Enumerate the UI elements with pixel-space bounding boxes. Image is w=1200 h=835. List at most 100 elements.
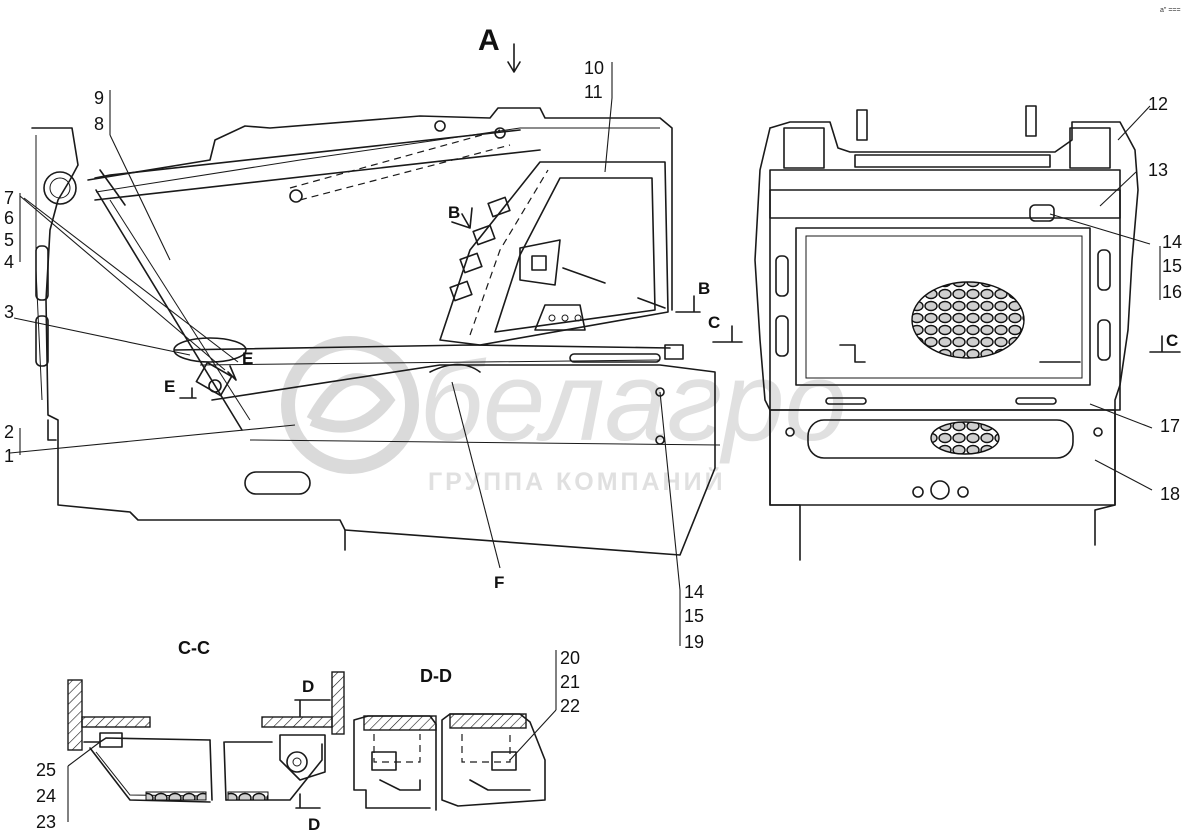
mirror-bracket	[173, 337, 247, 363]
window-vent-2	[472, 224, 496, 246]
leader-17	[1089, 403, 1153, 429]
dd-right-foot	[469, 779, 531, 791]
arrow-b-right	[675, 295, 701, 313]
dd-left-cap	[363, 715, 437, 731]
roof-hinge	[289, 189, 303, 203]
view-label-c-left: C	[708, 313, 720, 332]
hinge-plate	[195, 361, 233, 397]
callout-2: 2	[4, 422, 14, 442]
door-front-edge	[95, 189, 243, 431]
view-label-a: A	[478, 24, 500, 57]
window-latch	[531, 255, 547, 271]
rear-lamp-left	[912, 486, 924, 498]
view-label-c-right: C	[1166, 331, 1178, 350]
cc-bolt-head	[99, 732, 123, 748]
leader-14	[1049, 213, 1151, 245]
rear-side-slot-l2	[775, 315, 789, 357]
rear-lower-slot	[807, 419, 1074, 459]
cc-break-left	[209, 739, 213, 801]
callout-19: 19	[684, 632, 704, 652]
callout-16: 16	[1162, 282, 1182, 302]
rear-window-inner	[805, 235, 1083, 379]
rear-side-slot-r1	[1097, 249, 1111, 291]
leader-8	[109, 134, 171, 261]
pedal-hole-3	[574, 314, 582, 322]
cc-hinge-pin	[286, 751, 308, 773]
belt-line-2	[199, 359, 661, 366]
front-post-inner	[35, 135, 43, 401]
cc-d-arrow-bottom	[295, 793, 321, 809]
arrow-b-left	[451, 207, 473, 229]
cc-hinge-pin-inner	[292, 757, 302, 767]
arrow-e-lower	[179, 387, 197, 399]
dd-right-cap	[449, 713, 527, 729]
window-reflection-1	[562, 267, 606, 284]
window-pedal	[534, 304, 586, 331]
rear-lamp-center	[930, 480, 950, 500]
section-dd	[353, 713, 546, 811]
rear-lamp-right	[957, 486, 969, 498]
callout-25: 25	[36, 760, 56, 780]
leader-3	[13, 317, 191, 356]
roof-pivot-2	[494, 127, 506, 139]
gas-strut	[99, 169, 126, 206]
rear-sill-slot-1	[825, 397, 867, 405]
window-seal	[469, 169, 549, 336]
front-post-hole	[43, 171, 77, 205]
door-front-edge-2	[109, 199, 251, 421]
lock-hole-2	[655, 435, 665, 445]
dd-left-foot	[379, 779, 421, 791]
callout-14a: 14	[1162, 232, 1182, 252]
callout-labels: A B B C C E E F D D C-C D-D 9 8 7 6 5 4 …	[4, 24, 1182, 834]
window-glass	[494, 177, 656, 333]
roof-strut-dashed-2	[299, 144, 511, 201]
corner-mark: a" ===	[1160, 7, 1181, 14]
rear-window	[795, 227, 1091, 386]
leader-7b	[23, 197, 239, 363]
view-label-e-lower: E	[164, 377, 175, 396]
watermark-subtitle: ГРУППА КОМПАНИЙ	[428, 466, 726, 496]
leader-18	[1094, 459, 1153, 491]
leader-14b	[659, 391, 681, 591]
callout-17: 17	[1160, 416, 1180, 436]
rear-side-slot-l1	[775, 255, 789, 297]
sill-slot	[569, 353, 661, 363]
door-handle-slot	[244, 471, 311, 495]
callout-7: 7	[4, 188, 14, 208]
callout-12: 12	[1148, 94, 1168, 114]
view-label-e-upper: E	[242, 349, 253, 368]
view-label-b-right: B	[698, 279, 710, 298]
roof-panel-inner	[95, 127, 660, 193]
leader-12	[1117, 105, 1151, 141]
callout-23: 23	[36, 812, 56, 832]
dd-right-clip	[491, 751, 517, 771]
rear-step-mark	[839, 344, 866, 363]
rear-view	[754, 105, 1139, 561]
callout-20: 20	[560, 648, 580, 668]
cc-mesh-right	[227, 791, 269, 801]
cc-wall-left	[67, 679, 83, 751]
arrow-e-upper	[227, 365, 237, 381]
leader-7a	[19, 195, 226, 371]
dd-left-inner	[373, 734, 421, 763]
view-label-b-left: B	[448, 203, 460, 222]
leader-22	[509, 709, 557, 761]
callout-21: 21	[560, 672, 580, 692]
rear-top-bar	[854, 154, 1051, 168]
rear-hinge-right	[1069, 127, 1111, 169]
window-handle	[519, 239, 561, 286]
callout-22: 22	[560, 696, 580, 716]
view-label-f: F	[494, 573, 504, 592]
callout-11: 11	[584, 82, 603, 102]
window-reflection-2	[637, 297, 666, 309]
callout-4: 4	[4, 252, 14, 272]
rear-latch-14	[1029, 204, 1055, 222]
roof-strut-dashed-1	[289, 129, 501, 189]
cc-mesh-left	[145, 791, 207, 801]
rear-hinge-left	[783, 127, 825, 169]
pedal-hole-2	[561, 314, 569, 322]
post-slot-lower	[35, 315, 49, 367]
leader-1	[9, 424, 296, 454]
door-sill	[211, 364, 716, 556]
